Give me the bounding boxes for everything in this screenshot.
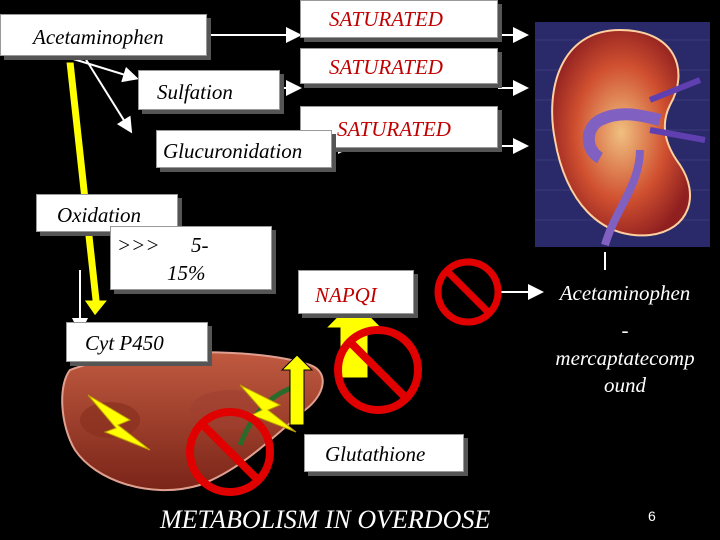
glucuronidation-label: Glucuronidation (163, 139, 303, 163)
product-line-2: - (621, 318, 629, 343)
slide-title: METABOLISM IN OVERDOSE (160, 505, 491, 534)
oxidation-label: Oxidation (57, 203, 141, 227)
acetaminophen-box: Acetaminophen (0, 14, 207, 56)
product-text: Acetaminophen - mercaptatecomp ound (530, 280, 720, 399)
oxidation-percent-label-2: 15% (167, 261, 206, 285)
acetaminophen-label: Acetaminophen (33, 25, 164, 49)
saturated-box-3: SATURATED (300, 106, 498, 148)
oxidation-percent-box: >>> 5- 15% (110, 226, 272, 290)
oxidation-percent-label: >>> 5- (117, 233, 209, 257)
kidney-image (535, 22, 710, 247)
saturated-label-3: SATURATED (337, 117, 451, 141)
oxidation-box: Oxidation (36, 194, 178, 232)
cyt-p450-label: Cyt P450 (85, 331, 164, 355)
saturated-box-2: SATURATED (300, 48, 498, 84)
no-symbol-icon (186, 258, 502, 496)
glutathione-box: Glutathione (304, 434, 464, 472)
product-line-1: Acetaminophen (559, 281, 691, 305)
napqi-box: NAPQI (298, 270, 414, 314)
product-line-4: ound (604, 372, 646, 397)
cyt-p450-box: Cyt P450 (66, 322, 208, 362)
sulfation-box: Sulfation (138, 70, 280, 110)
sulfation-label: Sulfation (157, 80, 233, 104)
slide-number: 6 (648, 508, 656, 524)
glucuronidation-box: Glucuronidation (156, 130, 332, 168)
saturated-label-1: SATURATED (329, 7, 443, 31)
product-line-3: mercaptatecomp (555, 345, 695, 370)
lightning-icon (87, 384, 297, 451)
glutathione-label: Glutathione (325, 442, 426, 466)
saturated-label-2: SATURATED (329, 55, 443, 79)
saturated-box-1: SATURATED (300, 0, 498, 38)
napqi-label: NAPQI (315, 283, 377, 307)
